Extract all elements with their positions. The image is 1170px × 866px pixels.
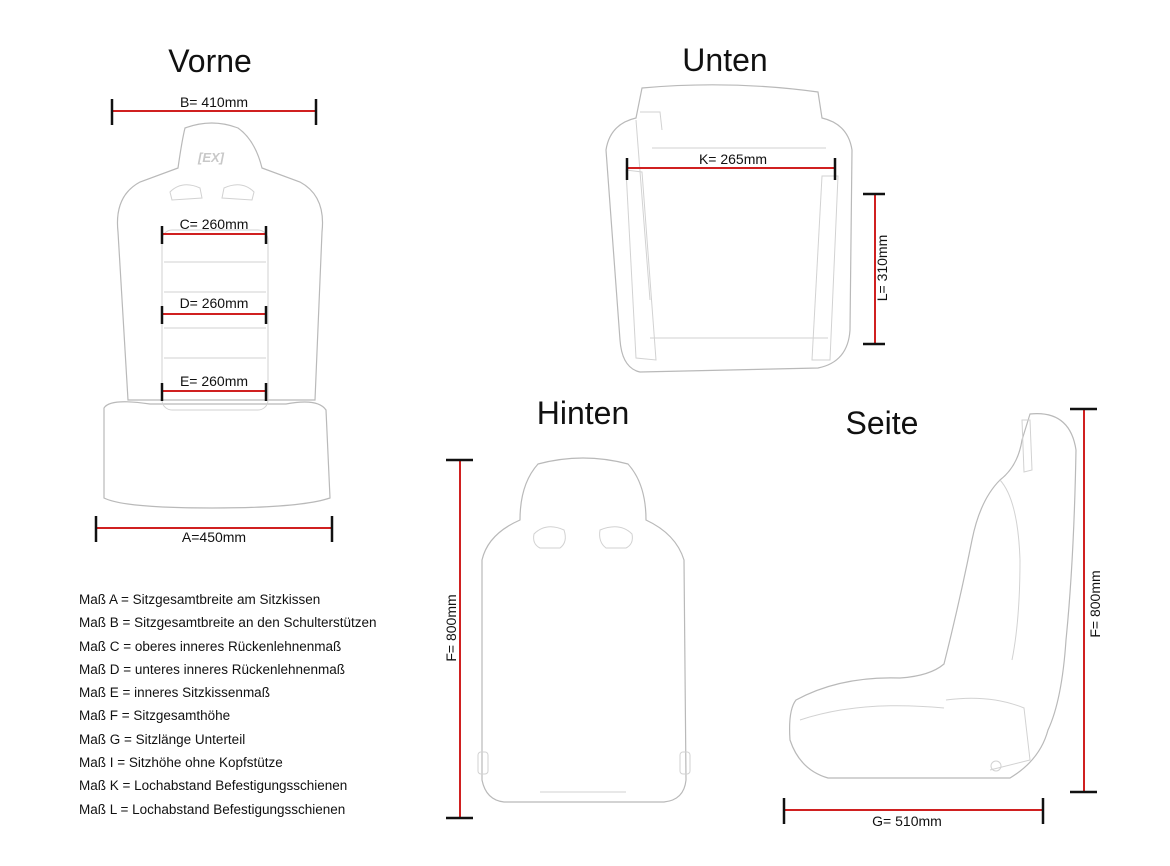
legend-item: Maß C = oberes inneres Rückenlehnenmaß: [79, 638, 342, 654]
legend-item: Maß L = Lochabstand Befestigungsschienen: [79, 801, 346, 817]
dimension-F-side-label: F= 800mm: [1087, 570, 1103, 637]
side-seat-outline: [789, 413, 1077, 779]
dimension-A-label: A=450mm: [182, 529, 246, 545]
dimension-E: E= 260mm: [160, 373, 268, 401]
dimension-B-label: B= 410mm: [180, 94, 248, 110]
dimension-F-back-label: F= 800mm: [443, 594, 459, 661]
dimension-C-label: C= 260mm: [180, 216, 249, 232]
front-seat-outline: [EX]: [103, 122, 331, 509]
dimension-K-label: K= 265mm: [699, 151, 767, 167]
dimension-legend: Maß A = Sitzgesamtbreite am Sitzkissen M…: [79, 588, 377, 821]
side-view-title: Seite: [846, 405, 919, 441]
side-view: Seite F= 800mm G= 510mm: [782, 405, 1103, 829]
back-view-title: Hinten: [537, 395, 630, 431]
legend-item: Maß B = Sitzgesamtbreite an den Schulter…: [79, 615, 377, 631]
legend-item: Maß I = Sitzhöhe ohne Kopfstütze: [79, 755, 283, 771]
dimension-A: A=450mm: [94, 516, 334, 545]
legend-item: Maß A = Sitzgesamtbreite am Sitzkissen: [79, 592, 321, 607]
svg-text:[EX]: [EX]: [197, 150, 225, 165]
legend-item: Maß K = Lochabstand Befestigungsschienen: [79, 778, 348, 794]
dimension-K: K= 265mm: [625, 151, 837, 180]
bottom-view: Unten K= 265mm L= 310mm: [605, 42, 890, 373]
front-view-title: Vorne: [168, 43, 252, 79]
dimension-G: G= 510mm: [782, 798, 1045, 829]
dimension-C: C= 260mm: [160, 216, 268, 244]
bottom-view-title: Unten: [682, 42, 767, 78]
back-view: Hinten F= 800mm: [443, 395, 691, 820]
legend-item: Maß G = Sitzlänge Unterteil: [79, 731, 246, 747]
dimension-L: L= 310mm: [863, 192, 890, 346]
front-view: Vorne [EX] B= 410mm C= 260mm: [94, 43, 334, 545]
dimension-D: D= 260mm: [160, 295, 268, 324]
dimension-F-back: F= 800mm: [443, 458, 473, 820]
back-seat-outline: [477, 457, 691, 803]
legend-item: Maß F = Sitzgesamthöhe: [79, 708, 231, 724]
dimension-E-label: E= 260mm: [180, 373, 248, 389]
legend-item: Maß E = inneres Sitzkissenmaß: [79, 685, 270, 701]
bottom-seat-frame: [605, 84, 853, 373]
dimension-F-side: F= 800mm: [1070, 407, 1103, 794]
dimension-B: B= 410mm: [110, 94, 318, 125]
legend-item: Maß D = unteres inneres Rückenlehnenmaß: [79, 661, 346, 677]
dimension-G-label: G= 510mm: [872, 813, 942, 829]
dimension-L-label: L= 310mm: [874, 235, 890, 302]
dimension-D-label: D= 260mm: [180, 295, 249, 311]
